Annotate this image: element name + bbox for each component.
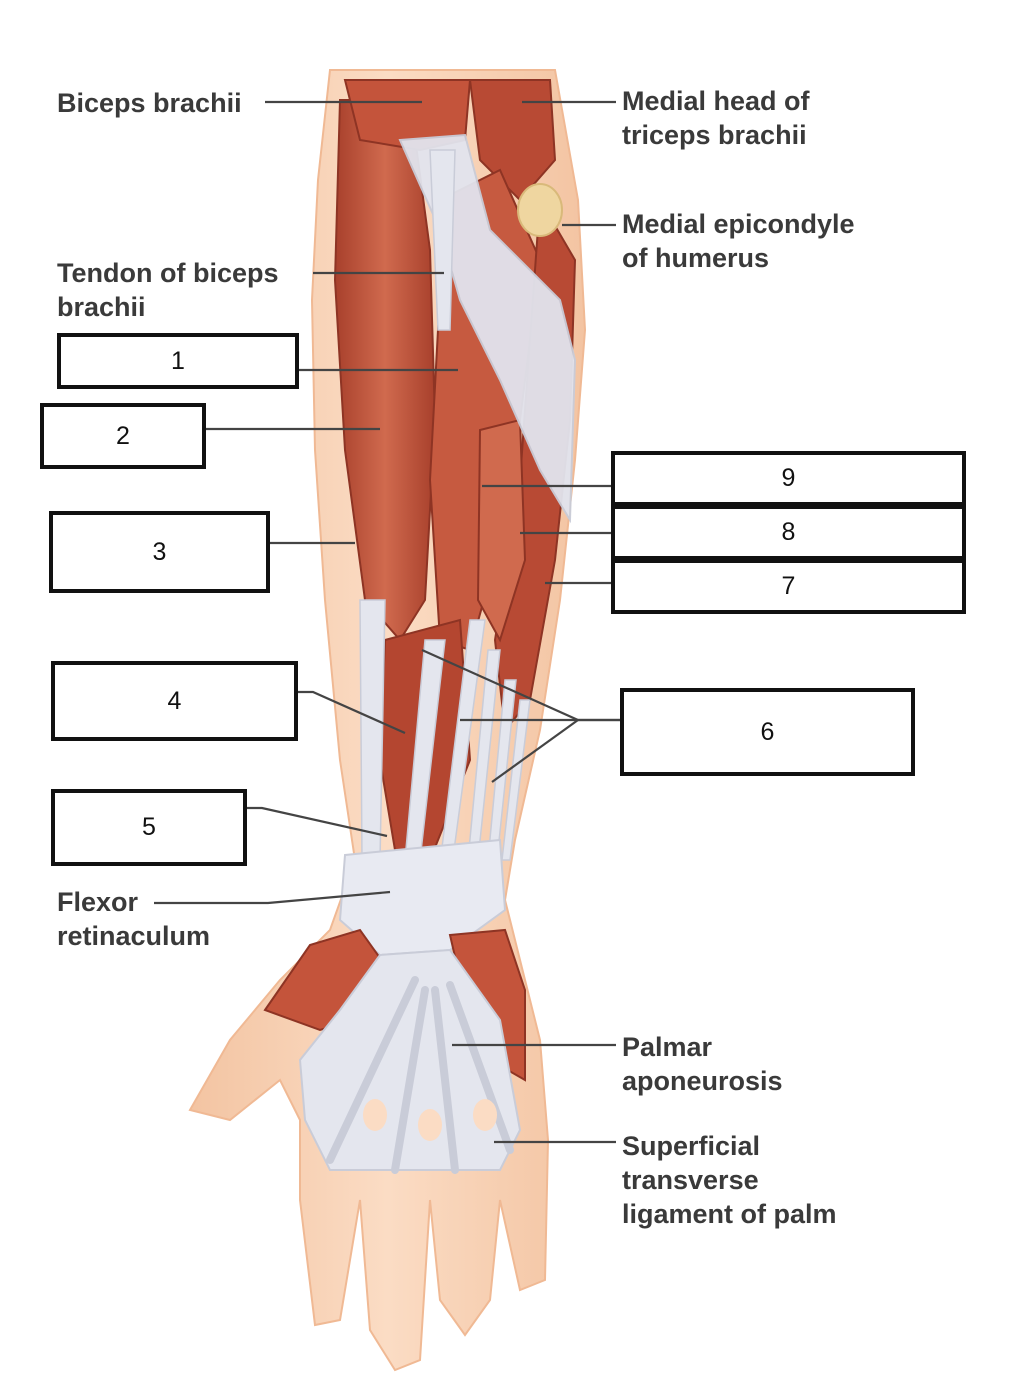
label-palmar-aponeurosis-line1: Palmar: [622, 1032, 713, 1062]
answer-box-5[interactable]: 5: [51, 789, 247, 866]
answer-box-1[interactable]: 1: [57, 333, 299, 389]
answer-box-9[interactable]: 9: [611, 451, 966, 506]
label-palmar-aponeurosis: Palmar aponeurosis: [622, 1030, 783, 1098]
label-superficial-transverse: Superficial transverse ligament of palm: [622, 1129, 837, 1231]
answer-box-8[interactable]: 8: [611, 505, 966, 560]
label-medial-epicondyle: Medial epicondyle of humerus: [622, 207, 855, 275]
answer-box-6-number: 6: [760, 717, 775, 746]
label-tendon-biceps: Tendon of biceps brachii: [57, 256, 279, 324]
leader-lines: [154, 100, 620, 1144]
answer-box-7-number: 7: [781, 572, 796, 600]
label-medial-head-triceps: Medial head of triceps brachii: [622, 84, 810, 152]
label-medial-epicondyle-line2: of humerus: [622, 243, 770, 273]
flexor-carpi-ulnaris-tendon: [501, 699, 531, 861]
label-superficial-transverse-line1: Superficial: [622, 1131, 761, 1161]
answer-box-3-number: 3: [152, 537, 167, 566]
label-biceps-brachii: Biceps brachii: [57, 86, 242, 120]
label-tendon-biceps-line2: brachii: [57, 292, 146, 322]
label-tendon-biceps-line1: Tendon of biceps: [57, 258, 279, 288]
label-biceps-brachii-text: Biceps brachii: [57, 88, 242, 118]
label-flexor-retinaculum-line2: retinaculum: [57, 921, 211, 951]
brachioradialis-tendon: [359, 599, 386, 861]
label-flexor-retinaculum: Flexor retinaculum: [57, 885, 210, 953]
answer-box-2[interactable]: 2: [40, 403, 206, 469]
biceps-tendon: [429, 149, 456, 331]
triceps-medial-head-muscle: [468, 79, 557, 202]
answer-box-4-number: 4: [167, 686, 182, 715]
answer-box-6[interactable]: 6: [620, 688, 915, 776]
label-medial-head-triceps-line1: Medial head of: [622, 86, 810, 116]
palmaris-longus-muscle: [476, 418, 527, 643]
label-flexor-retinaculum-line1: Flexor: [57, 887, 139, 917]
label-palmar-aponeurosis-line2: aponeurosis: [622, 1066, 783, 1096]
digital-slips: [326, 976, 514, 1174]
answer-box-5-number: 5: [142, 813, 156, 841]
medial-epicondyle: [517, 183, 563, 237]
label-medial-head-triceps-line2: triceps brachii: [622, 120, 807, 150]
answer-box-9-number: 9: [781, 464, 796, 492]
answer-box-4[interactable]: 4: [51, 661, 298, 741]
label-medial-epicondyle-line1: Medial epicondyle: [622, 209, 855, 239]
answer-box-1-number: 1: [171, 346, 185, 375]
label-superficial-transverse-line2: transverse: [622, 1165, 759, 1195]
finger-web-spaces: [363, 1099, 497, 1141]
answer-box-3[interactable]: 3: [49, 511, 270, 593]
label-superficial-transverse-line3: ligament of palm: [622, 1199, 837, 1229]
answer-box-2-number: 2: [116, 421, 130, 450]
answer-box-8-number: 8: [781, 518, 796, 546]
answer-box-7[interactable]: 7: [611, 559, 966, 614]
